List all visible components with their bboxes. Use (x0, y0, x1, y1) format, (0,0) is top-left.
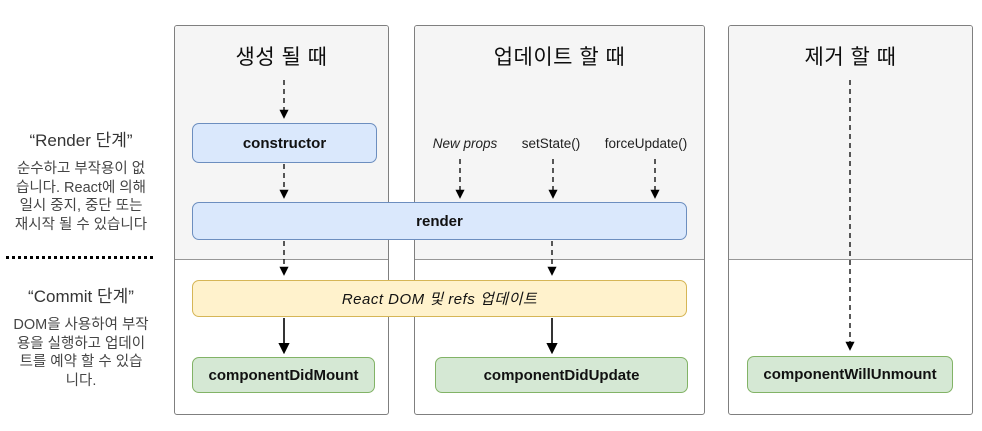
render-phase-description-line: 일시 중지, 중단 또는 (19, 198, 143, 214)
render-phase-description-line: 습니다. React에 의해 (15, 179, 146, 196)
render-phase-title: “Render 단계” (29, 131, 133, 150)
render-phase-description-line: 재시작 될 수 있습니다 (14, 216, 148, 233)
constructor-node: constructor (192, 123, 377, 163)
react-dom-refs-update-node: React DOM 및 refs 업데이트 (192, 280, 687, 317)
render-phase-legend: “Render 단계” 순수하고 부작용이 없 습니다. React에 의해 일… (1, 126, 161, 234)
render-phase-description: 순수하고 부작용이 없 습니다. React에 의해 일시 중지, 중단 또는 … (1, 160, 161, 234)
commit-phase-description-line: 용을 실행하고 업데이 (16, 335, 146, 352)
commit-phase-description-line: 니다. (65, 372, 97, 389)
phase-divider-dotted-line (6, 256, 154, 259)
column-unmount-title: 제거 할 때 (804, 46, 897, 69)
render-node: render (192, 202, 687, 240)
column-update-title: 업데이트 할 때 (493, 46, 626, 69)
trigger-setstate-label: setState() (521, 136, 581, 151)
commit-phase-description-line: DOM을 사용하여 부작 (13, 317, 149, 333)
trigger-new-props-label: New props (432, 136, 498, 151)
column-mount-title: 생성 될 때 (235, 46, 328, 69)
component-did-update-node: componentDidUpdate (435, 357, 688, 393)
commit-phase-description-line: 트를 예약 할 수 있습 (19, 354, 143, 370)
trigger-forceupdate-label: forceUpdate() (604, 136, 688, 151)
component-did-mount-node: componentDidMount (192, 357, 375, 393)
commit-phase-title: “Commit 단계” (28, 287, 134, 306)
commit-phase-description: DOM을 사용하여 부작 용을 실행하고 업데이 트를 예약 할 수 있습 니다… (1, 316, 161, 390)
component-will-unmount-node: componentWillUnmount (747, 356, 953, 393)
commit-phase-legend: “Commit 단계” DOM을 사용하여 부작 용을 실행하고 업데이 트를 … (1, 282, 161, 390)
render-phase-description-line: 순수하고 부작용이 없 (16, 161, 146, 177)
